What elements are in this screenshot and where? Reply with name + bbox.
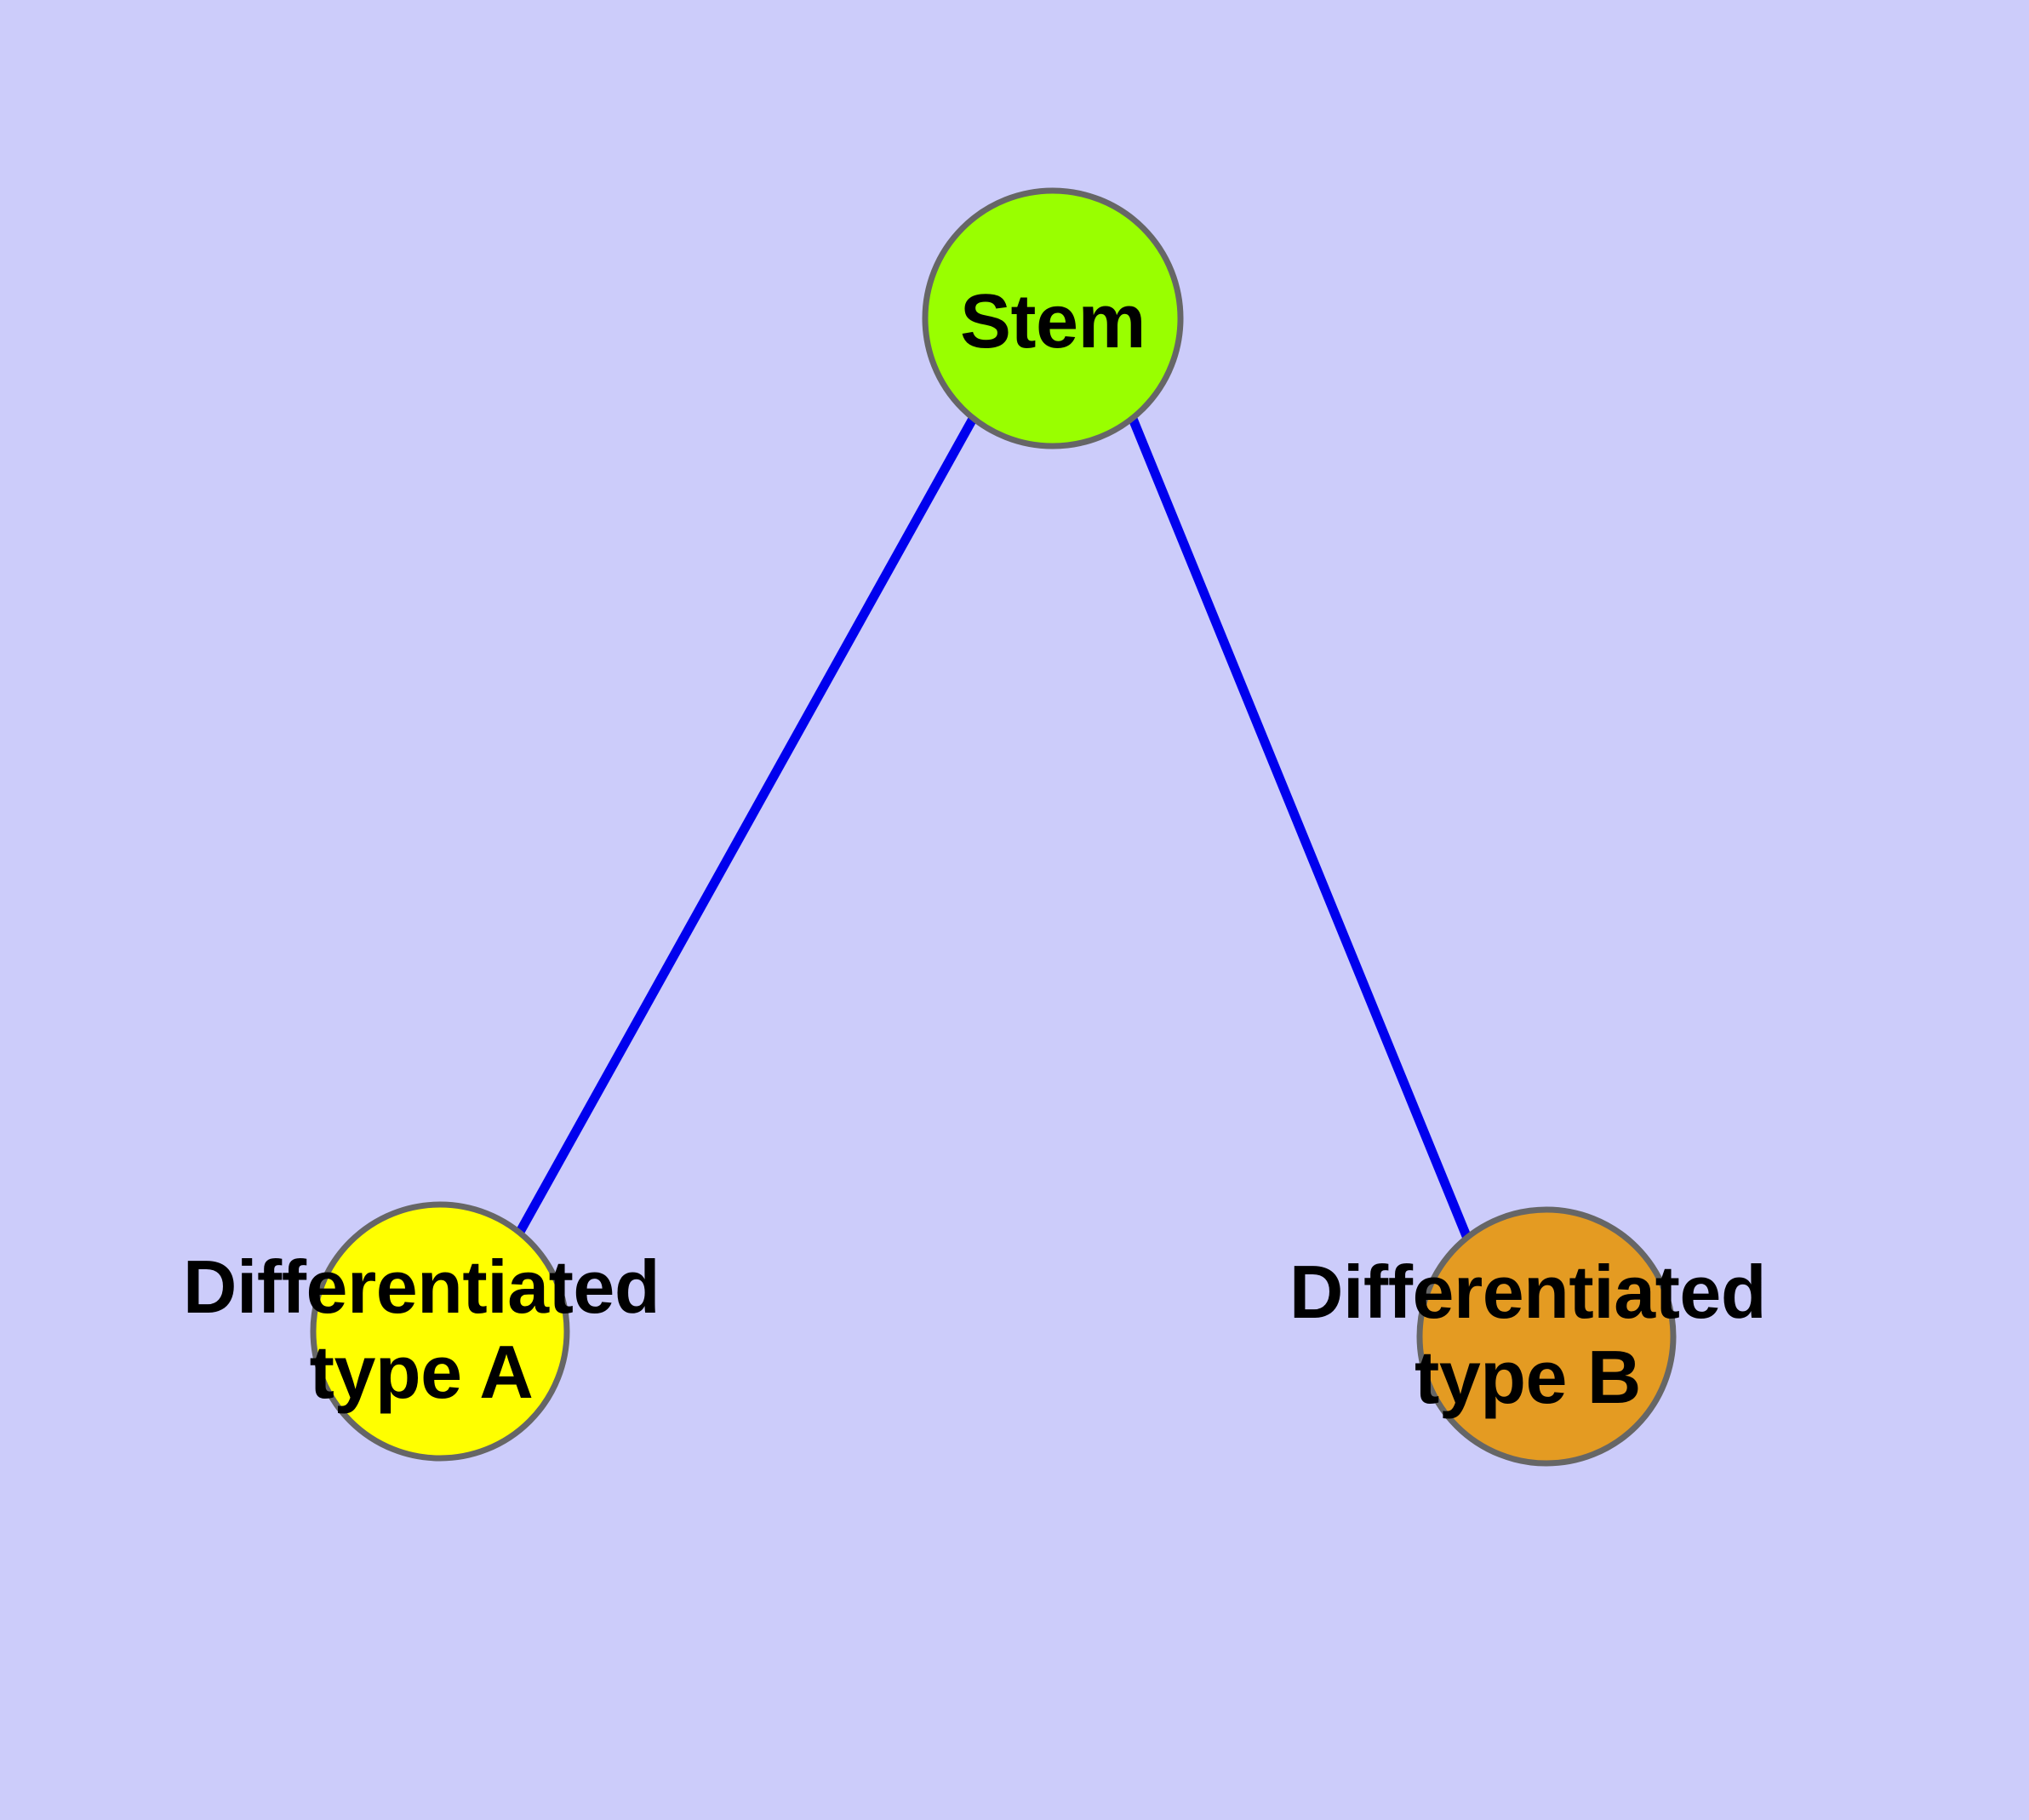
nodes-layer — [310, 187, 1677, 1467]
edge-stem-to-diff-a[interactable] — [516, 416, 977, 1234]
node-diff-b[interactable] — [1416, 1206, 1677, 1467]
node-stem[interactable] — [922, 187, 1184, 449]
edge-stem-to-diff-b[interactable] — [1128, 416, 1472, 1239]
edges-layer — [516, 416, 1472, 1239]
node-diff-a[interactable] — [310, 1201, 570, 1462]
